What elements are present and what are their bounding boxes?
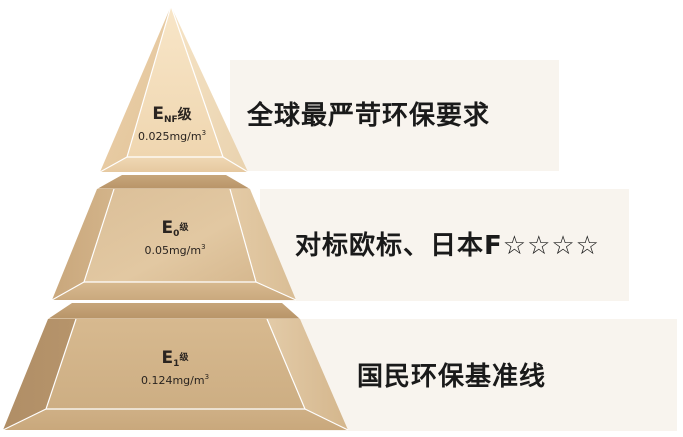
emission-value: 0.124mg/m3: [115, 373, 235, 387]
value-exponent: 3: [204, 373, 210, 381]
grade-suffix: 级: [179, 223, 189, 233]
tier-middle-shape: [51, 175, 297, 301]
tier-bottom-label: E1级 0.124mg/m3: [115, 350, 235, 387]
value-exponent: 3: [201, 243, 206, 251]
tier-top-shape: [99, 5, 249, 173]
grade-enf: ENF级: [121, 106, 223, 125]
banner-top: [230, 60, 559, 171]
tier-bottom-description: 国民环保基准线: [357, 362, 547, 392]
grade-letter: E: [161, 348, 174, 368]
emission-value: 0.025mg/m3: [121, 129, 223, 143]
tier-middle-description: 对标欧标、日本F☆☆☆☆: [295, 231, 600, 261]
grade-subscript: NF: [163, 115, 178, 125]
banner-bottom: [300, 319, 677, 431]
value-text: 0.05mg/m: [144, 244, 202, 257]
grade-letter: E: [161, 218, 174, 238]
grade-letter: E: [152, 104, 164, 124]
grade-subscript: 1: [173, 359, 180, 369]
grade-e1: E1级: [115, 350, 235, 369]
tier-middle-label: E0级 0.05mg/m3: [120, 220, 230, 257]
tier-top-label: ENF级 0.025mg/m3: [121, 106, 223, 143]
grade-e0: E0级: [120, 220, 230, 239]
tier-top-description: 全球最严苛环保要求: [247, 101, 491, 131]
banner-middle: [260, 189, 629, 301]
value-text: 0.025mg/m: [137, 130, 202, 143]
value-text: 0.124mg/m: [140, 374, 205, 387]
value-exponent: 3: [201, 129, 207, 137]
grade-suffix: 级: [177, 107, 192, 123]
grade-subscript: 0: [173, 229, 180, 239]
tier-bottom-shape: [2, 303, 349, 431]
grade-suffix: 级: [179, 353, 189, 363]
emission-value: 0.05mg/m3: [120, 243, 230, 257]
